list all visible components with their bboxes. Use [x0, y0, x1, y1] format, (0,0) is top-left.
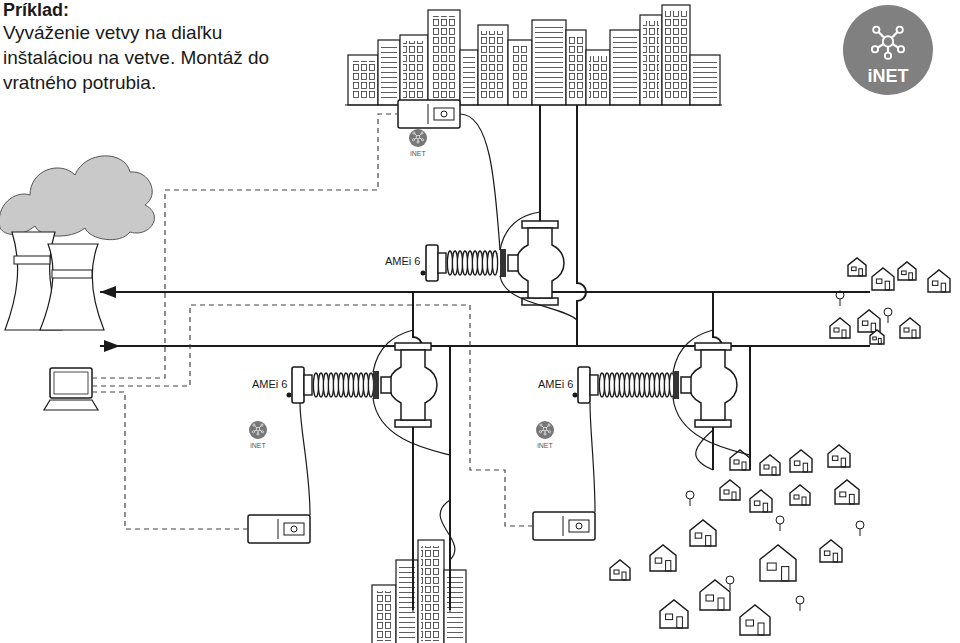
valve-body [681, 343, 737, 427]
flow-arrow [104, 340, 120, 352]
house [898, 262, 916, 280]
heading: Príklad: [3, 0, 69, 21]
branch-pipe [413, 292, 422, 610]
signal-line [92, 392, 248, 529]
valve-body [381, 343, 437, 427]
house [720, 480, 740, 500]
main-pipes [100, 292, 870, 346]
controller [248, 515, 310, 543]
house [750, 490, 772, 512]
house [740, 605, 770, 635]
house [858, 310, 880, 332]
house [610, 560, 630, 580]
computer [44, 368, 98, 410]
impulse-tube [440, 500, 455, 560]
impulse-tube [500, 212, 540, 250]
house [870, 330, 884, 344]
house [650, 545, 676, 571]
impulse-tube [696, 430, 713, 470]
impulse-tube [373, 398, 450, 455]
actuator [421, 245, 507, 281]
house [700, 580, 730, 610]
inet-label: iNET [250, 441, 266, 450]
actuator-label: AMEi 6 [385, 255, 420, 268]
tree [884, 308, 892, 323]
controller [398, 100, 460, 128]
house [790, 450, 812, 472]
actuator [287, 367, 380, 403]
branch-pipe [749, 346, 751, 470]
inet-icon [862, 18, 914, 70]
controller [533, 512, 595, 540]
inet-logo: iNET [842, 4, 934, 96]
house [820, 540, 842, 562]
tree [726, 576, 734, 591]
house [660, 600, 688, 628]
house [830, 318, 850, 338]
tree [776, 516, 784, 531]
impulse-tube [673, 398, 750, 455]
signal-line [92, 114, 398, 378]
signal-line [92, 305, 533, 526]
house [900, 318, 920, 338]
power-plant [0, 156, 154, 330]
valve-body [508, 221, 564, 305]
city-buildings [345, 5, 722, 105]
impulse-tube [500, 276, 577, 320]
flow-arrow [100, 286, 116, 298]
actuator-label: AMEi 6 [538, 378, 573, 391]
impulse-tube [300, 403, 310, 515]
house [828, 445, 850, 467]
tree [686, 491, 694, 506]
description: Vyváženie vetvy na diaľku inštaláciou na… [3, 20, 291, 95]
house [690, 520, 716, 546]
inet-icon [249, 421, 267, 439]
actuator [573, 367, 680, 403]
city-buildings [372, 540, 466, 643]
tree [796, 596, 804, 611]
impulse-tube [373, 330, 413, 372]
logo-text: iNET [842, 66, 934, 86]
branch-pipe [577, 105, 586, 346]
tree [836, 291, 844, 306]
inet-label: iNET [537, 441, 553, 450]
inet-label: iNET [410, 149, 426, 158]
branch-pipe [449, 346, 451, 610]
actuator-label: AMEi 6 [252, 378, 287, 391]
house [760, 545, 796, 581]
house [760, 455, 780, 475]
inet-icon [536, 421, 554, 439]
inet-icon [409, 129, 427, 147]
house [928, 270, 950, 292]
tree [856, 521, 864, 536]
house [848, 258, 866, 276]
house [872, 268, 894, 290]
house [835, 480, 859, 504]
house [790, 485, 810, 505]
impulse-tube [590, 403, 595, 512]
impulse-tube [460, 114, 500, 250]
impulse-tube [673, 330, 713, 372]
